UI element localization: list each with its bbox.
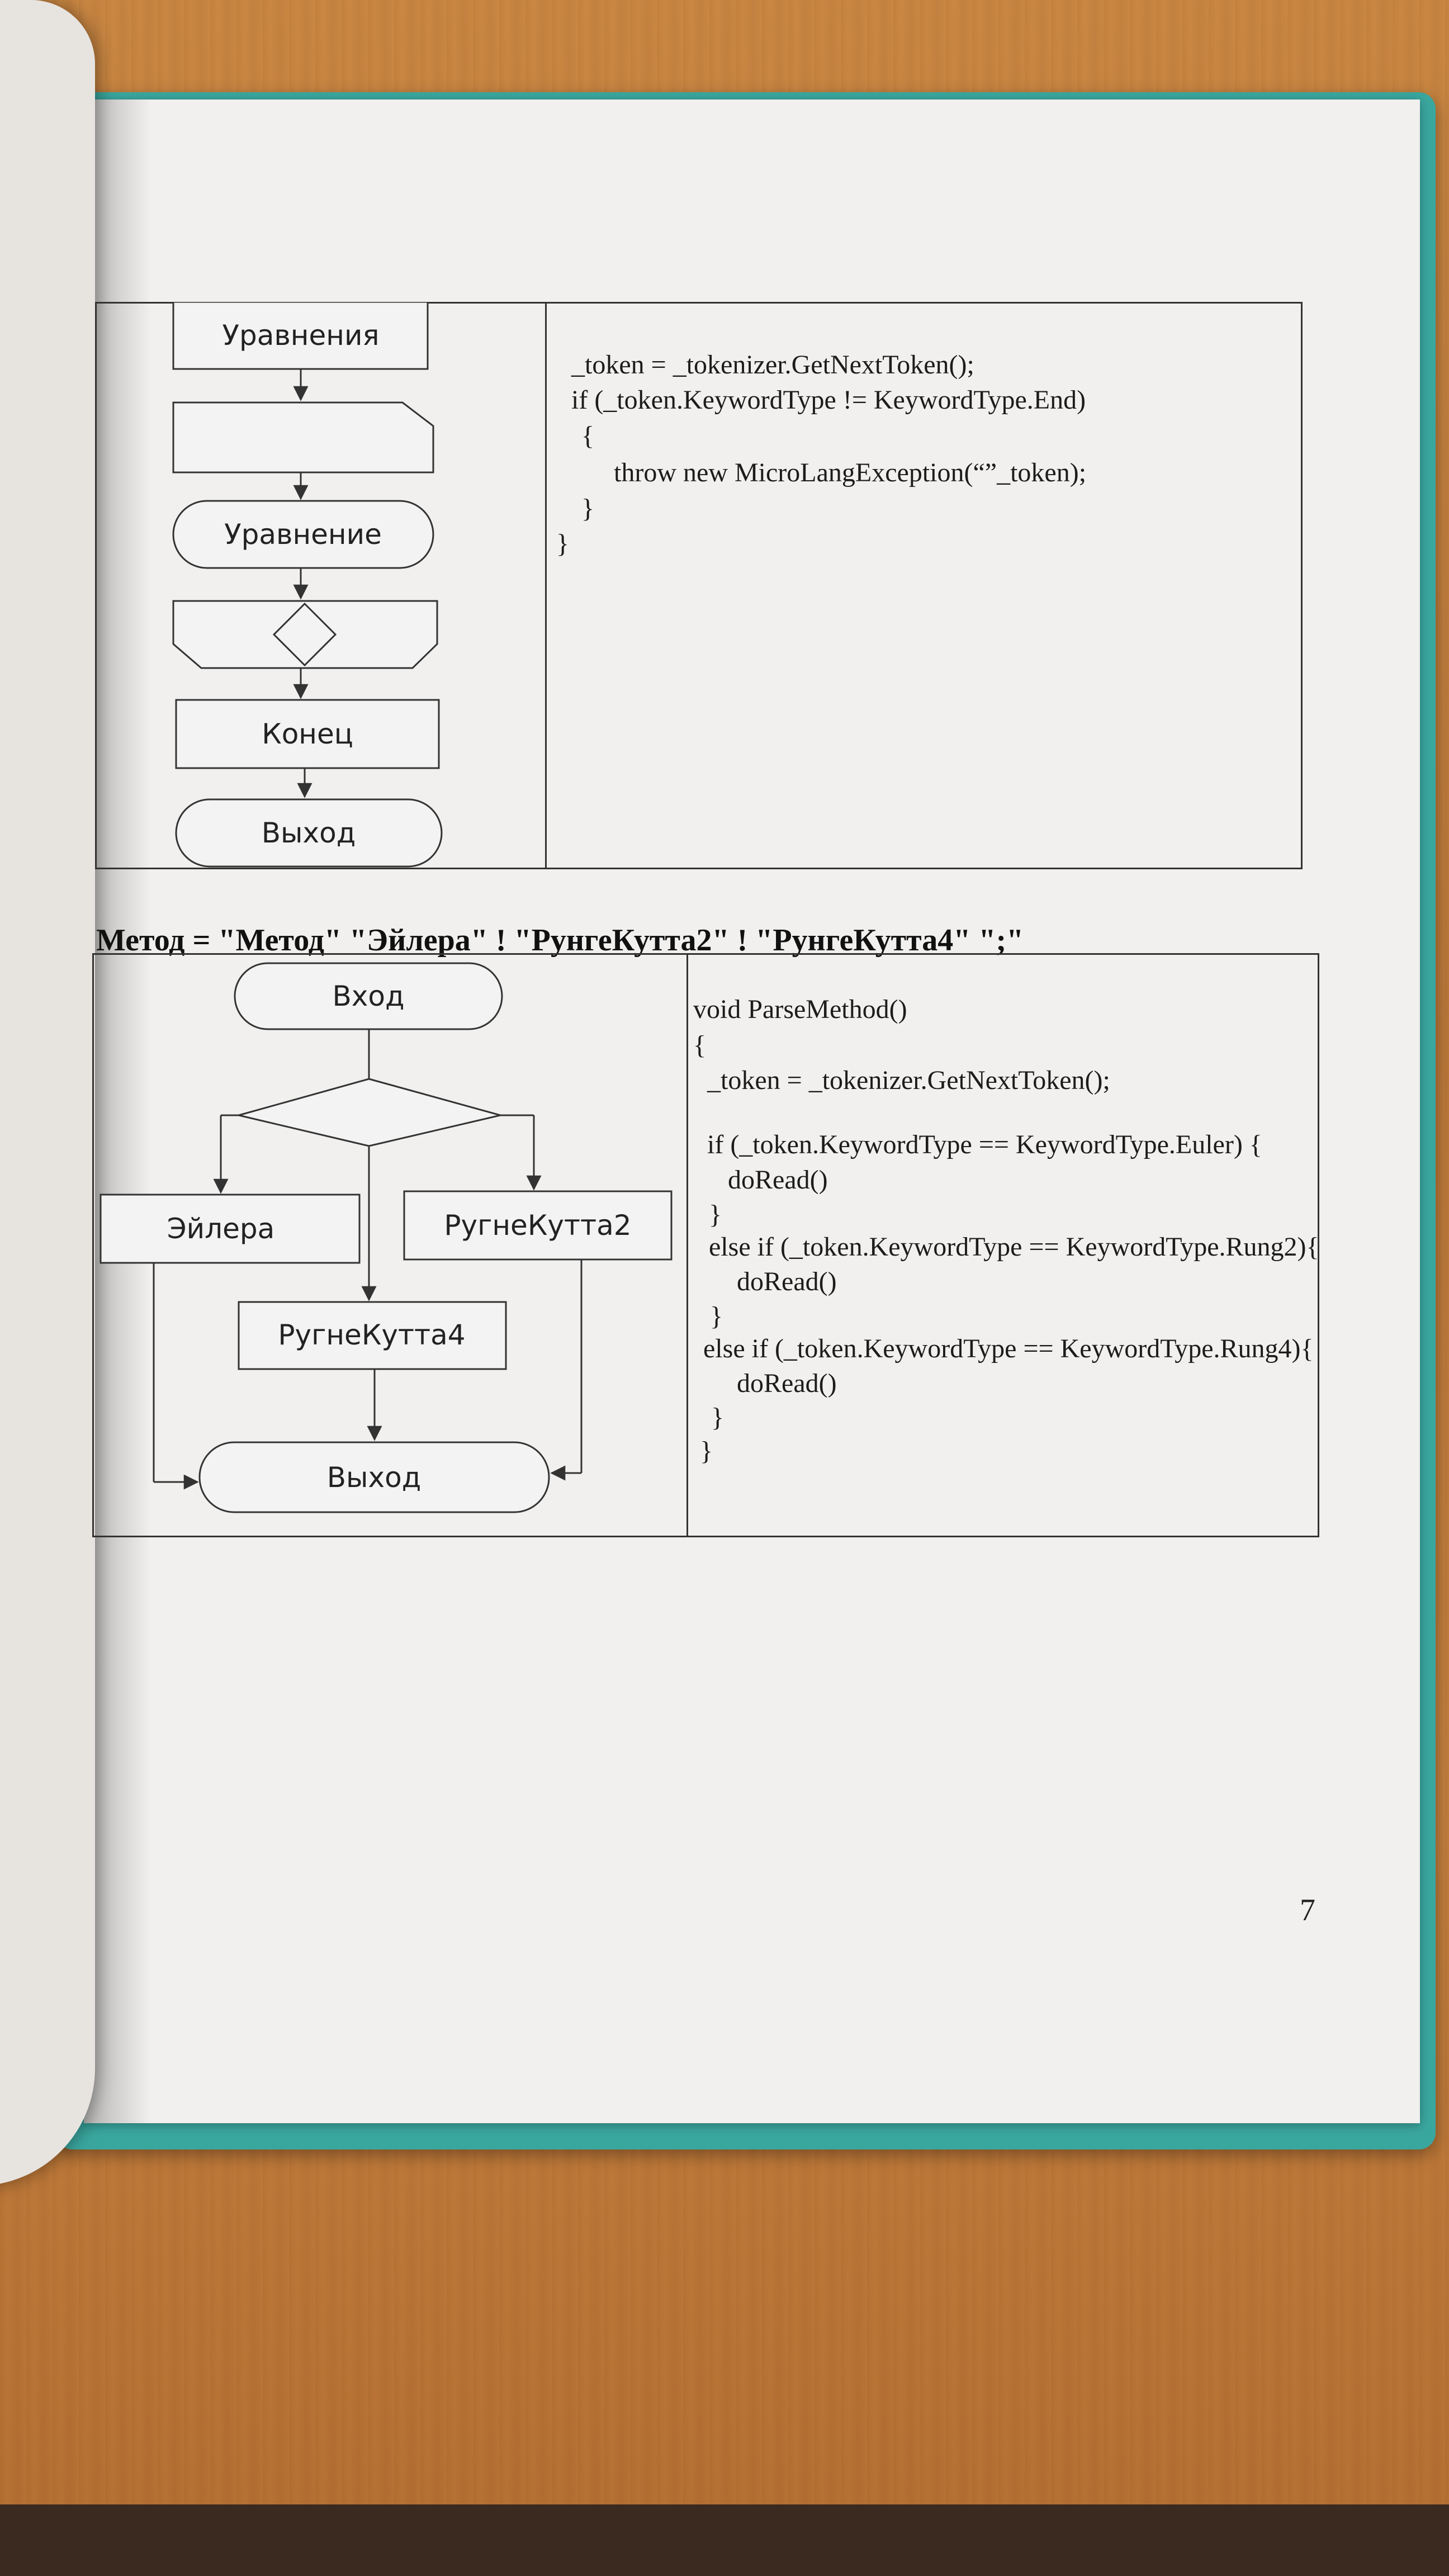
floor-shadow	[0, 2504, 1449, 2576]
block-end	[175, 699, 440, 769]
block-rk4	[238, 1301, 507, 1370]
code-line: _token = _tokenizer.GetNextToken();	[707, 1066, 1110, 1095]
loop-start-block	[172, 401, 434, 473]
rk4-label: РугнеКутта4	[278, 1319, 465, 1351]
equations-label: Уравнения	[222, 319, 379, 352]
code-line: doRead()	[728, 1165, 828, 1195]
code-line: else if (_token.KeywordType == KeywordTy…	[703, 1334, 1314, 1363]
euler-label: Эйлера	[167, 1213, 275, 1245]
method-exit-label: Выход	[327, 1461, 422, 1494]
block-method-exit	[198, 1441, 550, 1513]
block-rk2	[403, 1190, 673, 1261]
bottom-table-divider	[686, 953, 688, 1537]
code-line: }	[711, 1403, 724, 1432]
code-line: }	[556, 529, 570, 558]
code-line: doRead()	[737, 1368, 837, 1398]
end-label: Конец	[262, 718, 353, 750]
block-exit	[175, 798, 443, 868]
code-line: void ParseMethod()	[693, 995, 907, 1024]
code-line: }	[710, 1301, 723, 1331]
loop-decision-diamond	[272, 602, 337, 667]
code-line: if (_token.KeywordType == KeywordType.Eu…	[707, 1130, 1262, 1159]
code-line: }	[709, 1200, 722, 1229]
code-line: _token = _tokenizer.GetNextToken();	[571, 350, 974, 380]
entry-label: Вход	[332, 980, 404, 1012]
code-line: throw new MicroLangException(“”_token);	[614, 458, 1087, 487]
code-line: if (_token.KeywordType != KeywordType.En…	[571, 385, 1086, 415]
code-line: else if (_token.KeywordType == KeywordTy…	[709, 1232, 1319, 1262]
code-line: {	[693, 1030, 707, 1060]
left-page-edge	[0, 0, 95, 2186]
code-line: }	[700, 1436, 713, 1466]
block-euler	[100, 1194, 361, 1264]
page-number: 7	[1300, 1893, 1315, 1928]
method-flowchart: Вход Эйлера РугнеКутта2 РугнеКутта4 Выхо…	[100, 962, 673, 1513]
block-equation	[172, 500, 434, 569]
bottom-table	[92, 953, 1319, 1537]
top-flowchart: Уравнения Уравнение Конец Выход	[172, 302, 443, 868]
code-line: doRead()	[737, 1267, 837, 1296]
top-table-divider	[545, 302, 547, 869]
code-line: }	[581, 494, 595, 523]
equation-label: Уравнение	[224, 518, 382, 551]
top-table	[95, 302, 1303, 869]
rk2-label: РугнеКутта2	[444, 1209, 631, 1242]
method-grammar-caption: Метод = "Метод" "Эйлера" ! "РунгеКутта2"…	[96, 923, 1024, 958]
code-line: {	[581, 421, 595, 451]
method-decision-diamond	[238, 1078, 501, 1147]
exit-label: Выход	[262, 817, 356, 849]
